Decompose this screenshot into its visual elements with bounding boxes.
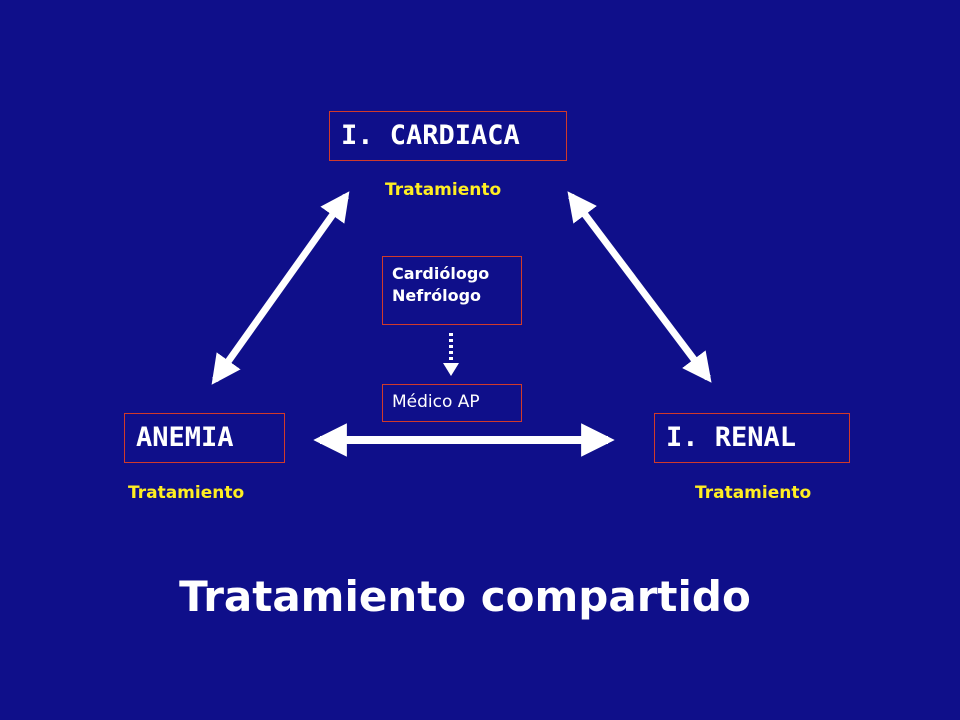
box-specialists: Cardiólogo Nefrólogo [382,256,522,325]
label-cardiaca: I. CARDIACA [341,120,520,151]
slide-title: Tratamiento compartido [179,572,751,621]
box-insuficiencia-cardiaca: I. CARDIACA [329,111,567,161]
arrowhead-dotted-down [443,363,459,376]
box-anemia: ANEMIA [124,413,285,463]
label-renal: I. RENAL [666,422,797,453]
treatment-label-renal: Tratamiento [695,483,812,503]
arrow-cardiaca-renal [567,191,712,383]
treatment-label-anemia: Tratamiento [128,483,245,503]
label-anemia: ANEMIA [136,422,234,453]
box-insuficiencia-renal: I. RENAL [654,413,850,463]
box-primary-care-doctor: Médico AP [382,384,522,422]
specialist-nephrologist: Nefrólogo [392,286,482,305]
arrow-anemia-cardiaca [211,191,350,385]
label-medico-ap: Médico AP [392,392,480,412]
treatment-label-cardiaca: Tratamiento [385,180,502,200]
specialist-cardiologist: Cardiólogo [392,264,490,283]
